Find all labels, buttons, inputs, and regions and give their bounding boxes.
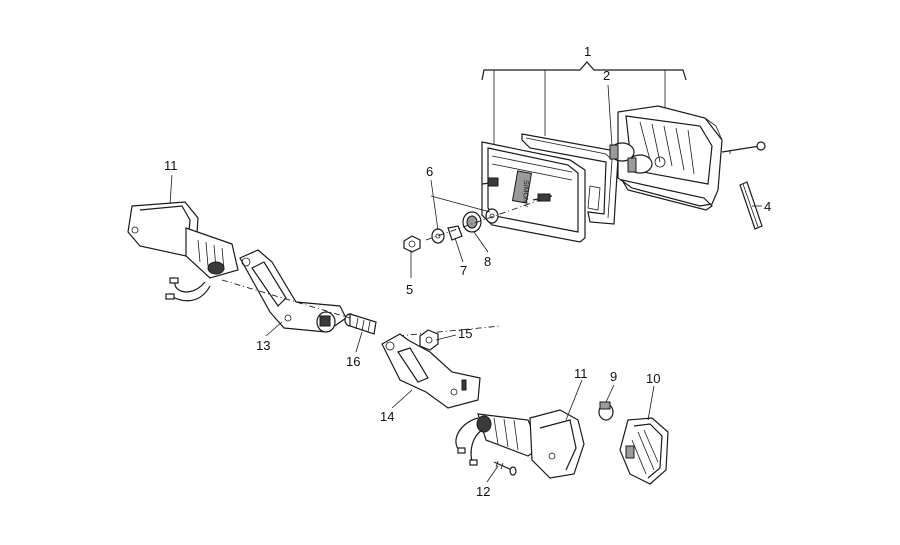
callout-11-left: 11 [164,158,178,173]
callout-11-right: 11 [574,366,588,381]
callout-9: 9 [610,369,617,384]
callout-14: 14 [380,409,394,424]
lens-brand-text: SIMONY [521,180,529,208]
reflector-strip [739,181,763,230]
callout-7: 7 [460,263,467,278]
lens-10 [619,417,669,485]
tail-lamp-lens: SIMONY [481,141,586,243]
callout-1: 1 [584,44,591,59]
callout-2: 2 [603,68,610,83]
callout-10: 10 [646,371,660,386]
callout-5: 5 [406,282,413,297]
callout-15: 15 [458,326,472,341]
callout-leaders [169,84,762,483]
lamp-housing [617,105,766,211]
nut-15 [419,329,439,351]
bulb-pair [609,142,666,174]
callout-1-bracket [481,61,687,148]
callout-13: 13 [256,338,270,353]
callout-4: 4 [764,199,771,214]
bolt-16 [344,313,377,335]
callout-8: 8 [484,254,491,269]
callout-16: 16 [346,354,360,369]
turn-signal-left [127,201,239,302]
mount-bracket-13 [239,249,347,333]
bulb-9 [598,401,614,421]
screw-12 [493,460,517,476]
callout-6: 6 [426,164,433,179]
hardware-nut-washer-spacer [403,208,499,253]
mount-bracket-14 [381,333,481,409]
callout-labels: 1 2 4 5 6 7 8 9 10 11 11 12 13 14 15 16 [164,44,771,499]
turn-signal-right [455,409,585,479]
assembly-axes [221,199,541,337]
callout-12: 12 [476,484,490,499]
